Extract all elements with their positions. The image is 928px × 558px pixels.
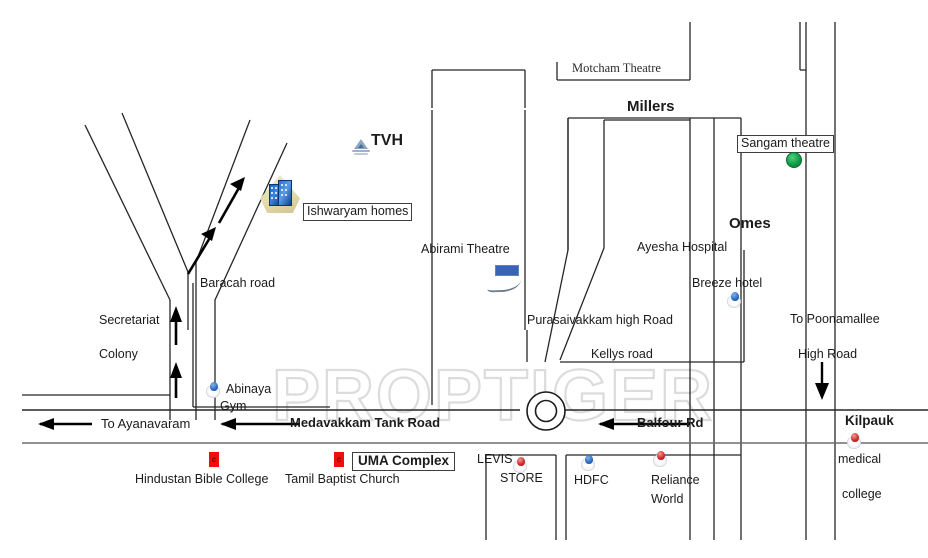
label-hdfc: HDFC — [574, 473, 609, 487]
hdfc-pin-icon — [580, 454, 597, 471]
label-purasaivakkam-high-road: Purasaivakkam high Road — [527, 313, 673, 327]
label-omes: Omes — [729, 215, 771, 232]
label-abinaya-gym-line1: Abinaya — [226, 382, 272, 396]
label-ishwaryam-homes: Ishwaryam homes — [303, 203, 413, 222]
roundabout-icon — [526, 391, 566, 431]
tvh-icon — [352, 139, 370, 155]
label-breeze-hotel: Breeze hotel — [692, 276, 763, 290]
label-baracah-road: Baracah road — [200, 276, 276, 290]
label-uma-complex: UMA Complex — [352, 452, 456, 472]
label-to-poonamallee: To Poonamallee — [790, 312, 880, 326]
label-medical: medical — [838, 452, 882, 466]
label-world: World — [651, 492, 684, 506]
label-high-road: High Road — [798, 347, 858, 361]
label-sangam-theatre: Sangam theatre — [737, 135, 834, 154]
sangam-theatre-marker-icon — [786, 152, 802, 168]
label-motcham-theatre: Motcham Theatre — [572, 61, 661, 75]
label-tvh: TVH — [371, 132, 403, 149]
label-hindustan-bible-college: Hindustan Bible College — [135, 472, 269, 486]
label-secretariat: Secretariat — [99, 313, 160, 327]
breeze-hotel-pin-icon — [726, 291, 743, 308]
label-medavakkam-tank-road: Medavakkam Tank Road — [290, 415, 441, 430]
label-kellys-road: Kellys road — [591, 347, 653, 361]
ishwaryam-homes-marker-icon — [258, 171, 304, 217]
reliance-world-pin-icon — [652, 450, 669, 467]
abinaya-gym-pin-icon — [205, 381, 222, 398]
tamil-baptist-church-marker-icon: c — [334, 452, 344, 467]
label-ayesha-hospital: Ayesha Hospital — [637, 240, 728, 254]
label-colony: Colony — [99, 347, 138, 361]
kilpauk-medical-college-pin-icon — [846, 432, 863, 449]
label-store: STORE — [500, 471, 543, 485]
label-college: college — [842, 487, 882, 501]
label-reliance: Reliance — [651, 473, 700, 487]
abirami-theatre-icon — [486, 265, 522, 293]
label-balfour-rd: Balfour Rd — [637, 415, 704, 430]
label-millers: Millers — [627, 98, 675, 115]
label-levis: LEVIS — [477, 452, 513, 466]
label-abirami-theatre: Abirami Theatre — [421, 242, 510, 256]
label-to-ayanavaram: To Ayanavaram — [101, 416, 191, 431]
hindustan-bible-college-marker-icon: c — [209, 452, 219, 467]
label-abinaya-gym-line2: Gym — [220, 399, 247, 413]
levis-store-pin-icon — [512, 456, 529, 473]
label-kilpauk: Kilpauk — [845, 413, 894, 428]
label-tamil-baptist-church: Tamil Baptist Church — [285, 472, 400, 486]
